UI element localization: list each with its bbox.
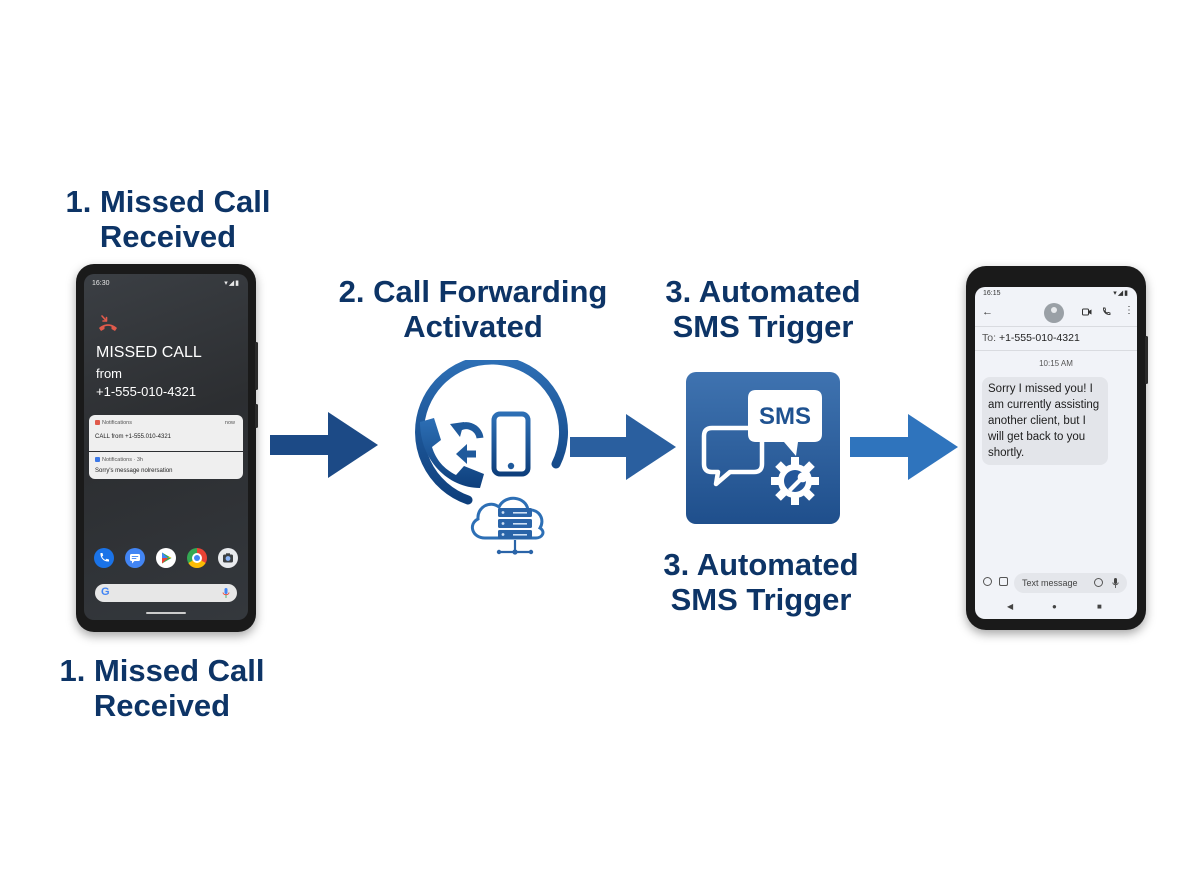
flow-arrow — [850, 414, 958, 480]
notification-app: Notifications — [95, 420, 132, 426]
phone-side-button — [255, 342, 258, 390]
gallery-icon[interactable] — [999, 577, 1008, 586]
contact-avatar[interactable] — [1044, 303, 1064, 323]
google-logo: G — [101, 586, 110, 598]
compose-bar: Text message — [975, 572, 1137, 594]
step2-label: 2. Call Forwarding Activated — [338, 274, 608, 344]
phone-side-button — [255, 404, 258, 428]
flow-arrow — [270, 412, 378, 478]
step1-label-top: 1. Missed Call Received — [65, 184, 271, 254]
nav-back-icon[interactable]: ◀ — [1007, 602, 1014, 611]
more-options-icon[interactable]: ⋮ — [1124, 305, 1134, 316]
play-store-icon[interactable] — [156, 548, 176, 568]
microphone-icon[interactable] — [222, 588, 230, 598]
auto-reply-message: Sorry I missed you! I am currently assis… — [982, 377, 1108, 465]
status-time: 16:30 — [92, 280, 110, 287]
phone-icon[interactable] — [94, 548, 114, 568]
phone-call-icon[interactable] — [1102, 307, 1111, 316]
search-bar[interactable]: G — [95, 584, 237, 602]
home-indicator[interactable] — [146, 612, 186, 614]
step1-label-bottom: 1. Missed Call Received — [59, 653, 265, 723]
sms-reply-phone: 16:15 ▾◢▮ ← ⋮ To: +1-555-010-4321 10:15 … — [966, 266, 1148, 630]
messages-icon[interactable] — [125, 548, 145, 568]
sms-label: SMS — [759, 403, 811, 430]
back-arrow-icon[interactable]: ← — [982, 306, 993, 318]
forward-arrows-icon — [450, 422, 484, 464]
step3-label-bottom: 3. Automated SMS Trigger — [663, 547, 859, 617]
navigation-bar: ◀ ● ■ — [975, 598, 1137, 614]
gear-wrench-icon — [771, 457, 819, 505]
automated-sms-icon: SMS — [686, 372, 840, 524]
microphone-icon[interactable] — [1112, 578, 1119, 588]
to-label: To: — [982, 332, 997, 344]
message-input-placeholder: Text message — [1022, 578, 1078, 588]
notification-text: CALL from +1-555.010-4321 — [95, 434, 171, 440]
message-input[interactable]: Text message — [1014, 573, 1127, 593]
notification-time: now — [224, 420, 235, 426]
status-time: 16:15 — [983, 290, 1001, 297]
messages-screen: 16:15 ▾◢▮ ← ⋮ To: +1-555-010-4321 10:15 … — [975, 287, 1137, 619]
notification-text: Sorry's message nolrersation — [95, 468, 173, 474]
missed-call-icon — [95, 420, 100, 425]
recipient-number: +1-555-010-4321 — [998, 332, 1080, 344]
recipient-line: To: +1-555-010-4321 — [982, 332, 1080, 344]
flow-arrow — [570, 414, 676, 480]
video-call-icon[interactable] — [1082, 308, 1092, 316]
status-icons: ▾◢▮ — [1113, 290, 1129, 297]
missed-call-phone: 16:30 ▾◢▮ MISSED CALL from +1-555-010-43… — [76, 264, 258, 632]
step3-label-top: 3. Automated SMS Trigger — [665, 274, 861, 344]
phone-handset-icon — [420, 418, 484, 488]
lock-screen: 16:30 ▾◢▮ MISSED CALL from +1-555-010-43… — [84, 274, 248, 620]
app-dock — [94, 548, 238, 570]
add-icon[interactable] — [983, 577, 992, 586]
notification-card[interactable]: Notifications now CALL from +1-555.010-4… — [89, 415, 243, 451]
missed-call-icon — [99, 315, 117, 331]
conversation-header: ← ⋮ — [975, 300, 1137, 327]
divider — [975, 350, 1137, 351]
cloud-server-icon — [470, 496, 545, 555]
camera-icon[interactable] — [218, 548, 238, 568]
nav-home-icon[interactable]: ● — [1052, 602, 1057, 611]
chrome-icon[interactable] — [187, 548, 207, 568]
notification-app: Notifications · 3h — [95, 457, 143, 463]
emoji-icon[interactable] — [1094, 578, 1103, 587]
caller-number: +1-555-010-4321 — [96, 384, 197, 399]
messages-icon — [95, 457, 100, 462]
missed-call-title: MISSED CALL — [96, 344, 202, 361]
notification-card[interactable]: Notifications · 3h Sorry's message nolre… — [89, 452, 243, 479]
sms-bubble-icon — [748, 390, 822, 456]
status-icons: ▾◢▮ — [224, 280, 240, 287]
smartphone-icon — [491, 411, 531, 477]
nav-recents-icon[interactable]: ■ — [1097, 602, 1102, 611]
missed-call-from: from — [96, 366, 122, 381]
call-forwarding-icon — [415, 360, 569, 555]
phone-side-button — [1145, 336, 1148, 384]
message-timestamp: 10:15 AM — [1039, 359, 1073, 368]
